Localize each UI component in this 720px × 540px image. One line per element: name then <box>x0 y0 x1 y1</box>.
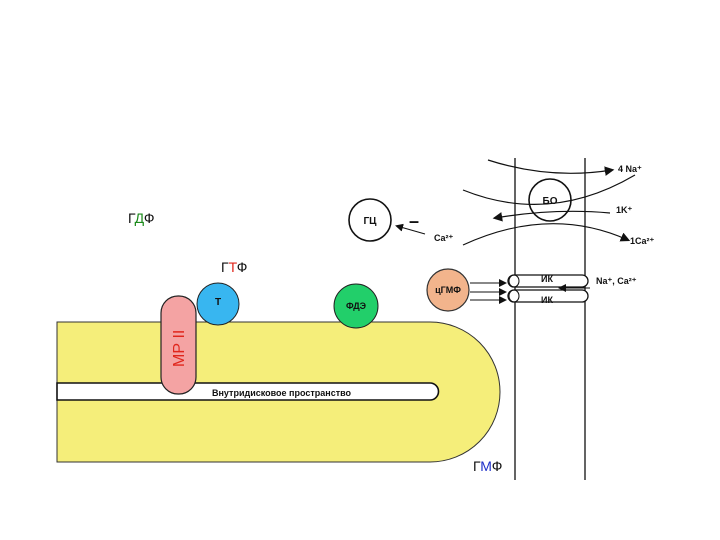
pump-curve-upper <box>462 174 636 205</box>
cgmp-label: цГМФ <box>435 285 461 295</box>
gmf-label: ГМФ <box>473 458 502 474</box>
gtf-label: ГТФ <box>221 259 247 275</box>
cgmp-circle <box>426 268 470 312</box>
k-in-label: 1K⁺ <box>616 205 633 215</box>
pde-circle <box>333 283 379 329</box>
channel-ions-label: Na⁺, Ca²⁺ <box>596 276 637 286</box>
na-out-arc <box>487 159 615 176</box>
ca-out-arc <box>462 223 631 246</box>
mr-ii-receptor <box>160 295 197 395</box>
gc-label: ГЦ <box>364 216 378 227</box>
transducin-circle <box>196 282 240 326</box>
ca-gc-label: Ca²⁺ <box>434 233 454 243</box>
ik-bottom-label: ИК <box>541 295 553 305</box>
ik-top-label: ИК <box>541 274 553 284</box>
k-in-arc <box>492 210 611 222</box>
ca-out-label: 1Ca²⁺ <box>630 236 655 246</box>
gc-circle <box>348 198 392 242</box>
mr-ii-label: МР II <box>171 330 188 367</box>
intradisc-space <box>56 382 440 401</box>
pde-label: ФДЭ <box>346 301 367 311</box>
gdf-label: ГДФ <box>128 210 155 226</box>
transducin-label: Т <box>215 297 221 308</box>
ca-to-gc-arrow <box>395 223 426 235</box>
bo-label: БО <box>543 196 558 207</box>
inhibit-sign: – <box>409 211 419 231</box>
na-out-label: 4 Na⁺ <box>618 164 642 174</box>
intradisc-label: Внутридисковое пространство <box>212 388 352 398</box>
ion-channel <box>507 274 589 303</box>
